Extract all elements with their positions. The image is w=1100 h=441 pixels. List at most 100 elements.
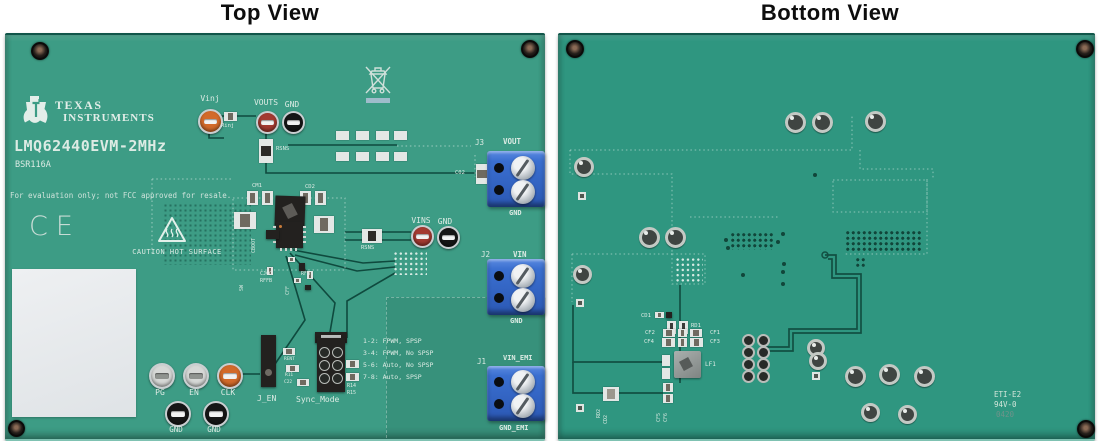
cd2-bottom-label: CD2	[603, 414, 609, 424]
tp-slot	[261, 120, 274, 125]
test-point-en	[183, 363, 209, 389]
tp-vins-label: VINS	[411, 216, 431, 225]
rinj-label: Rinj	[221, 123, 235, 129]
mounting-screw-icon	[8, 420, 25, 437]
sw-label: SW	[239, 284, 245, 291]
test-point-gnd	[203, 401, 229, 427]
tp-vinj-label: Vinj	[200, 94, 220, 103]
sync-option-3: 5-6: Auto, No SPSP	[363, 361, 434, 369]
rfbt-label: RFBT	[301, 271, 314, 277]
eval-notice: For evaluation only; not FCC approved fo…	[10, 191, 232, 200]
cf1-label: CF1	[710, 330, 720, 336]
j1-pos-label: VIN_EMI	[503, 354, 533, 362]
sync-option-4: 7-8: Auto, SPSP	[363, 373, 422, 381]
ic-lmq62440	[273, 222, 306, 251]
fiducial	[578, 192, 586, 200]
board-model: LMQ62440EVM-2MHz	[14, 137, 167, 155]
tp-slot	[287, 120, 300, 125]
cap-cboot	[266, 230, 279, 239]
via-cluster	[855, 257, 867, 268]
cf6-label: CF6	[663, 412, 669, 422]
sync-mode-header	[317, 338, 345, 392]
j1-ref: J1	[477, 357, 487, 366]
title-top-view: Top View	[220, 0, 320, 25]
cd1-label: CD1	[641, 313, 651, 319]
mounting-screw-icon	[566, 40, 584, 58]
fab-marking-2: 94V-0	[994, 400, 1017, 409]
j2-pos-label: VIN	[513, 250, 527, 259]
via-cluster	[675, 257, 703, 282]
tp-gnd2-label: GND	[437, 217, 453, 226]
pcb-top-view: TEXAS INSTRUMENTS LMQ62440EVM-2MHz BSR11…	[5, 33, 546, 441]
cd2-label: CD2	[305, 184, 315, 190]
terminal-j1-vin-emi	[487, 366, 545, 421]
via-cluster	[730, 232, 774, 250]
pcb-bottom-view: CD1 RD1 CF2 CF1 CF4 CF3 LF1 CF5 CF6 RD2 …	[558, 33, 1095, 441]
fiducial	[812, 372, 820, 380]
tp-gnd3-label: GND	[169, 425, 183, 434]
through-hole-test-point	[812, 112, 833, 133]
through-hole-test-point	[639, 227, 660, 248]
brand-line1: TEXAS	[55, 98, 103, 112]
through-hole-test-point	[809, 352, 827, 370]
mounting-screw-icon	[1077, 420, 1095, 438]
test-point-vinj	[198, 109, 223, 134]
brand-line2: INSTRUMENTS	[63, 112, 155, 124]
j-en-label: J_EN	[257, 394, 277, 403]
inductor-lf1	[674, 351, 701, 378]
tp-en-label: EN	[189, 388, 199, 397]
tp-vouts-label: VOUTS	[253, 98, 279, 107]
j1-neg-label: GND_EMI	[499, 424, 529, 432]
cf3-label: CF3	[710, 339, 720, 345]
cm1-label: CM1	[252, 183, 262, 189]
resistor-rsns	[259, 139, 273, 163]
ti-logo: TEXAS INSTRUMENTS	[23, 93, 155, 135]
weee-icon	[365, 66, 391, 94]
test-point-gnd	[282, 111, 305, 134]
rent-label: RENT	[284, 357, 295, 362]
caution-text: CAUTION HOT SURFACE	[132, 248, 222, 256]
test-point-pg	[149, 363, 175, 389]
tp-gnd-label: GND	[284, 100, 300, 109]
through-hole-test-point	[574, 157, 594, 177]
title-bottom-view: Bottom View	[760, 0, 900, 25]
c22-label: C22	[284, 380, 293, 385]
cf2-label: CF2	[645, 330, 655, 336]
through-hole-test-point	[898, 405, 917, 424]
sync-option-2: 3-4: FPWM, No SPSP	[363, 349, 434, 357]
test-point-clk	[217, 363, 243, 389]
ti-bug-icon	[23, 96, 48, 123]
rffb-label: RFFB	[260, 278, 273, 284]
lf1-label: LF1	[705, 361, 716, 368]
tp-slot	[203, 118, 218, 124]
cboot-label: CBOOT	[251, 237, 257, 253]
through-hole-test-point	[845, 366, 866, 387]
tp-gnd4-label: GND	[207, 425, 221, 434]
j3-ref: J3	[475, 138, 485, 147]
rsns2-label: RSNS	[361, 245, 375, 251]
rd1-label: RD1	[691, 323, 701, 329]
weee-bar	[366, 98, 390, 103]
fiducial	[576, 404, 584, 412]
through-hole-test-point	[665, 227, 686, 248]
via-cluster	[845, 230, 921, 252]
j3-neg-label: GND	[509, 209, 522, 217]
rsns-label: RSNS	[276, 146, 290, 152]
cjcc-label: CJCC	[260, 271, 273, 277]
resistor-rsns2	[362, 229, 382, 243]
cf4-label: CF4	[644, 339, 654, 345]
r15-label: R15	[347, 390, 357, 396]
through-hole-test-point	[861, 403, 880, 422]
jumper-j-en	[261, 335, 276, 387]
r14-label: R14	[347, 383, 357, 389]
blank-label-sticker	[12, 269, 136, 417]
through-hole-test-point	[573, 265, 592, 284]
test-point-gnd	[165, 401, 191, 427]
hot-surface-icon	[158, 217, 186, 242]
test-point-vins	[411, 225, 434, 248]
mounting-screw-icon	[1076, 40, 1094, 58]
sync-jumper-cap	[315, 332, 347, 343]
sync-option-1: 1-2: FPWM, SPSP	[363, 337, 422, 345]
through-hole-test-point	[879, 364, 900, 385]
through-hole-test-point	[785, 112, 806, 133]
